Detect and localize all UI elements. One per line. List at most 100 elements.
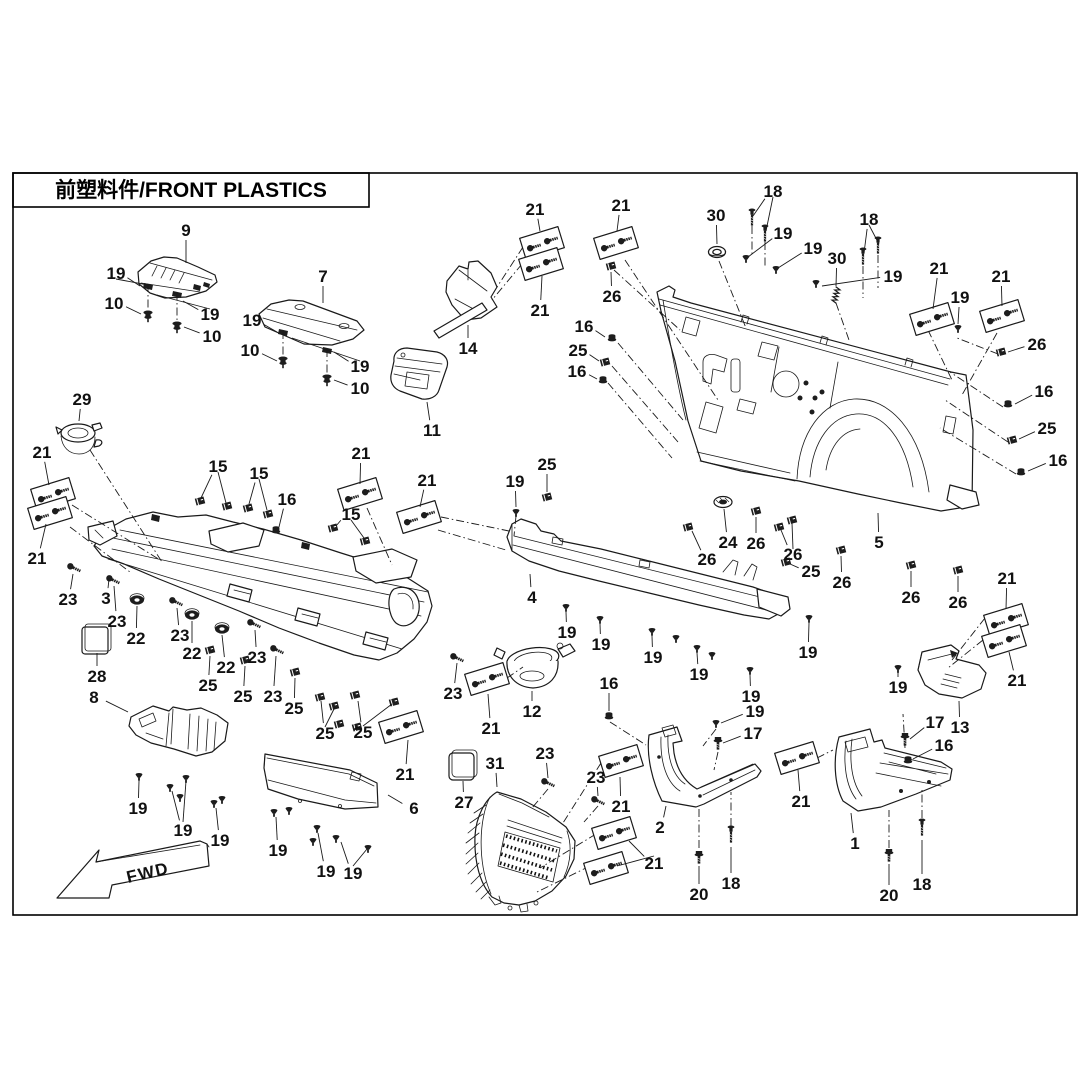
- callout-21: 21: [526, 200, 545, 219]
- callout-26: 26: [747, 534, 766, 553]
- leader-line: [791, 522, 794, 550]
- parts-layer: [55, 256, 987, 913]
- leader-line: [720, 713, 743, 724]
- callout-19: 19: [129, 799, 148, 818]
- clip-fastener-icon: [221, 500, 233, 512]
- leader-line: [182, 780, 187, 823]
- callout-19: 19: [746, 702, 765, 721]
- cone-fastener-icon: [812, 280, 820, 288]
- callout-19: 19: [107, 264, 126, 283]
- leader-line: [797, 769, 801, 792]
- callout-21: 21: [28, 549, 47, 568]
- callout-31: 31: [486, 754, 505, 773]
- callout-19: 19: [690, 665, 709, 684]
- callout-29: 29: [73, 390, 92, 409]
- leader-line: [278, 508, 284, 528]
- nut-fastener-icon: [271, 526, 281, 534]
- leader-line: [107, 578, 110, 589]
- callout-26: 26: [784, 545, 803, 564]
- construction-lines: [69, 226, 1017, 894]
- leader-line: [696, 652, 699, 665]
- callout-19: 19: [889, 678, 908, 697]
- leader-line: [221, 634, 225, 658]
- callout-25: 25: [802, 562, 821, 581]
- leader-line: [546, 762, 549, 779]
- cone-fastener-icon: [285, 807, 293, 815]
- leader-line: [877, 512, 880, 533]
- cone-fastener-icon: [746, 667, 754, 675]
- callout-1: 1: [850, 834, 859, 853]
- callout-25: 25: [199, 676, 218, 695]
- leader-line: [254, 629, 257, 648]
- callout-17: 17: [744, 724, 763, 743]
- callout-21: 21: [612, 196, 631, 215]
- washer-fastener-icon: [214, 622, 230, 634]
- cone-fastener-icon: [562, 604, 570, 612]
- boltL-fastener-icon: [727, 825, 735, 843]
- leader-line: [722, 735, 741, 744]
- leader-line: [333, 379, 348, 386]
- callout-23: 23: [59, 590, 78, 609]
- callout-22: 22: [183, 644, 202, 663]
- part-8-lower-left-panel: [128, 705, 229, 757]
- part-9-storage-lid: [137, 256, 218, 299]
- callout-21: 21: [396, 765, 415, 784]
- leader-line: [863, 228, 868, 254]
- clip-fastener-icon: [599, 356, 611, 368]
- leader-line: [291, 337, 361, 362]
- callout-21: 21: [992, 267, 1011, 286]
- cone-fastener-icon: [772, 266, 780, 274]
- callout-16: 16: [600, 674, 619, 693]
- screw-fastener-icon: [589, 794, 607, 808]
- callout-3: 3: [101, 589, 110, 608]
- part-28-pad: [81, 623, 112, 655]
- part-5-front-fender-panel: [656, 285, 980, 512]
- bumper-fastener-icon: [172, 321, 182, 334]
- callout-23: 23: [171, 626, 190, 645]
- cone-fastener-icon: [708, 652, 716, 660]
- washer-fastener-icon: [184, 608, 200, 620]
- boltS-fastener-icon: [713, 736, 723, 750]
- callout-10: 10: [351, 379, 370, 398]
- leader-line: [340, 841, 349, 864]
- hardware-kit-box: [591, 816, 637, 850]
- callout-30: 30: [828, 249, 847, 268]
- callout-21: 21: [998, 569, 1017, 588]
- callout-12: 12: [523, 702, 542, 721]
- callout-26: 26: [1028, 335, 1047, 354]
- boltS-fastener-icon: [694, 850, 704, 864]
- leader-line: [293, 677, 296, 699]
- callout-5: 5: [874, 533, 883, 552]
- leader-line: [317, 832, 324, 862]
- callout-22: 22: [217, 658, 236, 677]
- clip-fastener-icon: [905, 559, 917, 571]
- callout-19: 19: [506, 472, 525, 491]
- grommet-fastener-icon: [713, 495, 733, 509]
- leader-line: [1000, 285, 1003, 307]
- callout-18: 18: [722, 874, 741, 893]
- leader-line: [248, 482, 256, 505]
- leader-line: [359, 462, 362, 485]
- part-4-lower-cross-panel: [506, 518, 791, 620]
- leader-line: [44, 461, 50, 486]
- callout-30: 30: [707, 206, 726, 225]
- part-13-side-bracket: [917, 644, 987, 699]
- boltS-fastener-icon: [884, 848, 894, 862]
- callout-25: 25: [285, 699, 304, 718]
- leader-line: [352, 848, 368, 867]
- part-6-lower-tray: [263, 753, 379, 810]
- hardware-kit-box: [774, 741, 820, 775]
- callout-9: 9: [181, 221, 190, 240]
- nut-fastener-icon: [607, 334, 617, 342]
- part-12-cup-holder: [493, 642, 576, 689]
- leader-line: [752, 198, 766, 217]
- cone-fastener-icon: [135, 773, 143, 781]
- part-31-front-grille: [465, 791, 576, 913]
- leader-line: [78, 408, 81, 422]
- leader-line: [909, 727, 925, 740]
- leader-line: [156, 294, 211, 310]
- callout-15: 15: [342, 505, 361, 524]
- leader-line: [840, 555, 842, 573]
- callout-25: 25: [354, 723, 373, 742]
- callout-21: 21: [645, 854, 664, 873]
